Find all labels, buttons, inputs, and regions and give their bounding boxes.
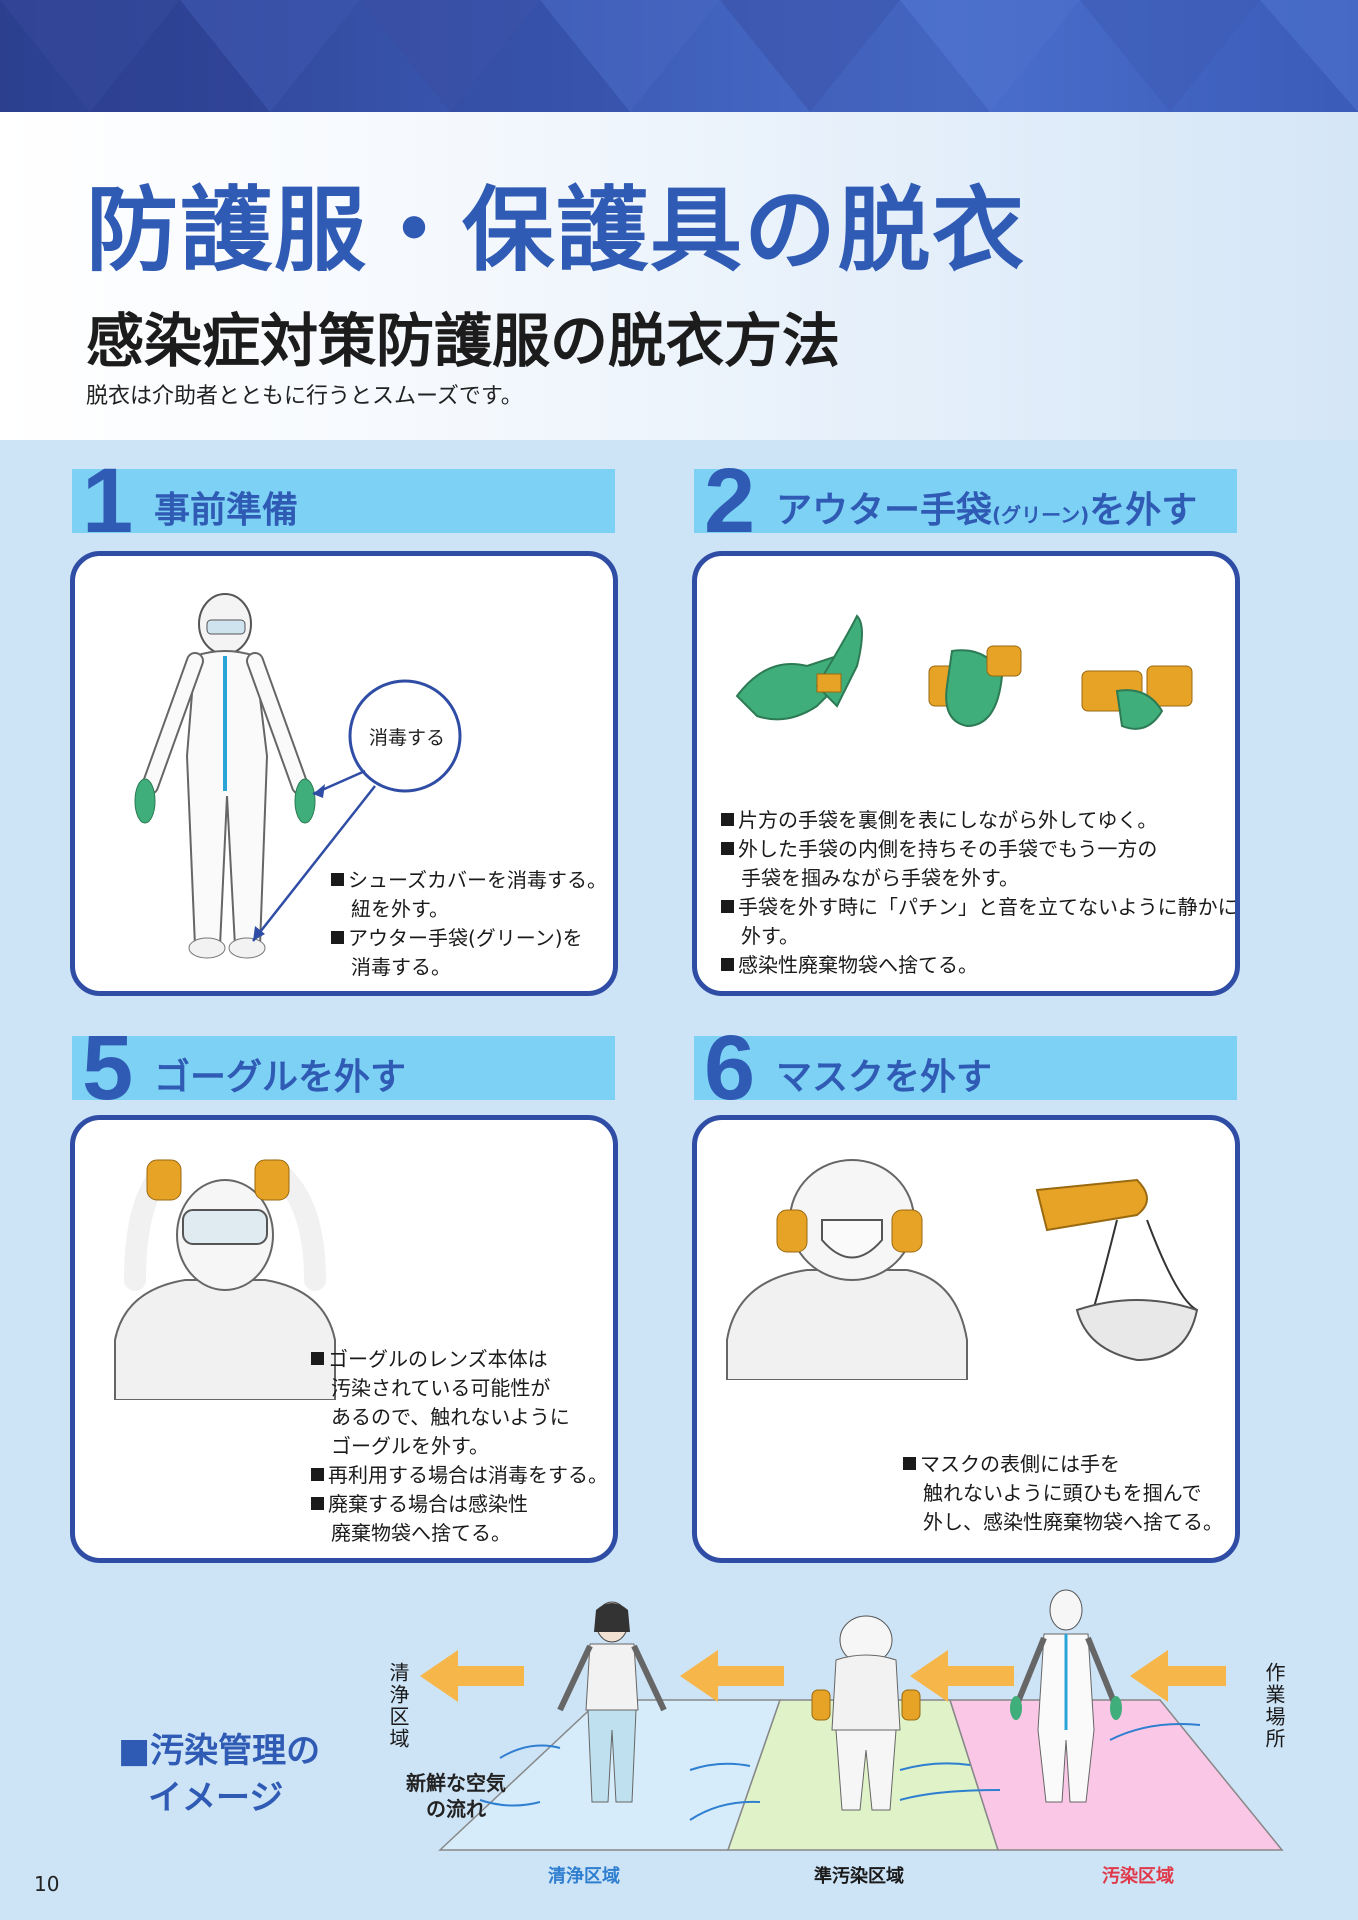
note-item-continued: 汚染されている可能性が <box>331 1376 551 1400</box>
mask-removal-figure <box>726 1159 1199 1380</box>
note-item: 手袋を外す時に「パチン」と音を立てないように静かに <box>721 893 1235 922</box>
note-item-continued: あるので、触れないように <box>331 1405 570 1429</box>
note-item-continued: 手袋を掴みながら手袋を外す。 <box>741 866 1019 890</box>
page-number: 10 <box>34 1872 60 1896</box>
note-item-continued: 触れないように頭ひもを掴んで <box>923 1481 1202 1505</box>
person-removing-suit-icon <box>811 1615 921 1811</box>
air-flow-lines <box>479 1723 1201 1821</box>
zone-label-contaminated: 汚染区域 <box>1102 1866 1174 1887</box>
goggle-removal-figure <box>114 1159 336 1400</box>
person-plain-clothes-icon <box>557 1601 667 1803</box>
zone-label-semi-contaminated: 準汚染区域 <box>814 1866 904 1887</box>
step-6-card: マスクの表側には手を 触れないように頭ひもを掴んで 外し、感染性廃棄物袋へ捨てる… <box>692 1115 1240 1563</box>
contamination-management-section: ■汚染管理の イメージ 清浄区域 作業場所 新鮮な空気 の流れ 清浄区域 準汚染… <box>0 1580 1358 1920</box>
fresh-air-flow-label: 新鮮な空気 の流れ <box>406 1771 506 1821</box>
section-title-line1: ■汚染管理の <box>118 1731 321 1771</box>
person-full-suit-icon <box>1010 1589 1122 1803</box>
contamination-zones-diagram <box>420 1589 1284 1851</box>
step-2-card: 片方の手袋を裏側を表にしながら外してゆく。 外した手袋の内側を持ちその手袋でもう… <box>692 551 1240 996</box>
step-5-notes: ゴーグルのレンズ本体は 汚染されている可能性が あるので、触れないように ゴーグ… <box>311 1345 608 1548</box>
page-subtitle: 感染症対策防護服の脱衣方法 <box>86 307 841 375</box>
note-item-continued: ゴーグルを外す。 <box>331 1434 489 1458</box>
step-6-notes: マスクの表側には手を 触れないように頭ひもを掴んで 外し、感染性廃棄物袋へ捨てる… <box>903 1450 1223 1537</box>
step-number: 2 <box>704 450 756 552</box>
work-area-vertical-label: 作業場所 <box>1262 1662 1286 1750</box>
lead-text: 脱衣は介助者とともに行うとスムーズです。 <box>86 384 523 409</box>
note-item: 感染性廃棄物袋へ捨てる。 <box>721 951 1235 980</box>
step-title: マスクを外す <box>776 1057 993 1098</box>
disinfect-callout-label: 消毒する <box>368 727 445 749</box>
clean-area-vertical-label: 清浄区域 <box>386 1662 410 1750</box>
note-item-continued: 廃棄物袋へ捨てる。 <box>331 1521 511 1545</box>
page-title: 防護服・保護具の脱衣 <box>86 177 1027 284</box>
step-title: 事前準備 <box>154 490 299 531</box>
step-5-heading: 5 ゴーグルを外す <box>72 1022 615 1114</box>
page-header: 防護服・保護具の脱衣 感染症対策防護服の脱衣方法 脱衣は介助者とともに行うとスム… <box>0 112 1358 440</box>
step-1-card: 消毒する シューズカバーを消毒する。 紐を外す。 アウター手袋(グリーン)を 消… <box>70 551 618 996</box>
step-number: 1 <box>82 450 134 552</box>
note-item: シューズカバーを消毒する。 <box>331 866 607 895</box>
note-item: 外した手袋の内側を持ちその手袋でもう一方の <box>721 835 1235 864</box>
step-2-notes: 片方の手袋を裏側を表にしながら外してゆく。 外した手袋の内側を持ちその手袋でもう… <box>721 806 1235 980</box>
step-title: アウター手袋(グリーン)を外す <box>776 490 1198 531</box>
note-item-continued: 外し、感染性廃棄物袋へ捨てる。 <box>923 1510 1223 1534</box>
note-item: 廃棄する場合は感染性 <box>311 1490 608 1519</box>
step-1-notes: シューズカバーを消毒する。 紐を外す。 アウター手袋(グリーン)を 消毒する。 <box>331 866 607 982</box>
step-2-heading: 2 アウター手袋(グリーン)を外す <box>694 455 1237 547</box>
note-item-continued: 外す。 <box>741 924 799 948</box>
contaminated-zone-floor <box>948 1699 1284 1851</box>
note-item: 再利用する場合は消毒をする。 <box>311 1461 608 1490</box>
step-5-card: ゴーグルのレンズ本体は 汚染されている可能性が あるので、触れないように ゴーグ… <box>70 1115 618 1563</box>
step-1-heading: 1 事前準備 <box>72 455 615 547</box>
note-item: マスクの表側には手を <box>903 1450 1223 1479</box>
glove-removal-figure <box>735 614 1193 730</box>
diamond-pattern <box>0 0 1358 112</box>
note-item-continued: 紐を外す。 <box>351 897 449 921</box>
note-item: 片方の手袋を裏側を表にしながら外してゆく。 <box>721 806 1235 835</box>
note-item: ゴーグルのレンズ本体は <box>311 1345 608 1374</box>
note-item: アウター手袋(グリーン)を <box>331 924 607 953</box>
step-6-heading: 6 マスクを外す <box>694 1022 1237 1114</box>
step-number: 5 <box>82 1017 134 1119</box>
zone-label-clean: 清浄区域 <box>548 1866 620 1887</box>
top-decorative-band <box>0 0 1358 112</box>
step-title: ゴーグルを外す <box>154 1057 407 1098</box>
section-title-line2: イメージ <box>148 1778 284 1818</box>
note-item-continued: 消毒する。 <box>351 955 451 979</box>
flow-arrows <box>420 1650 1226 1702</box>
protective-suit-person-figure <box>134 593 462 959</box>
step-number: 6 <box>704 1017 756 1119</box>
